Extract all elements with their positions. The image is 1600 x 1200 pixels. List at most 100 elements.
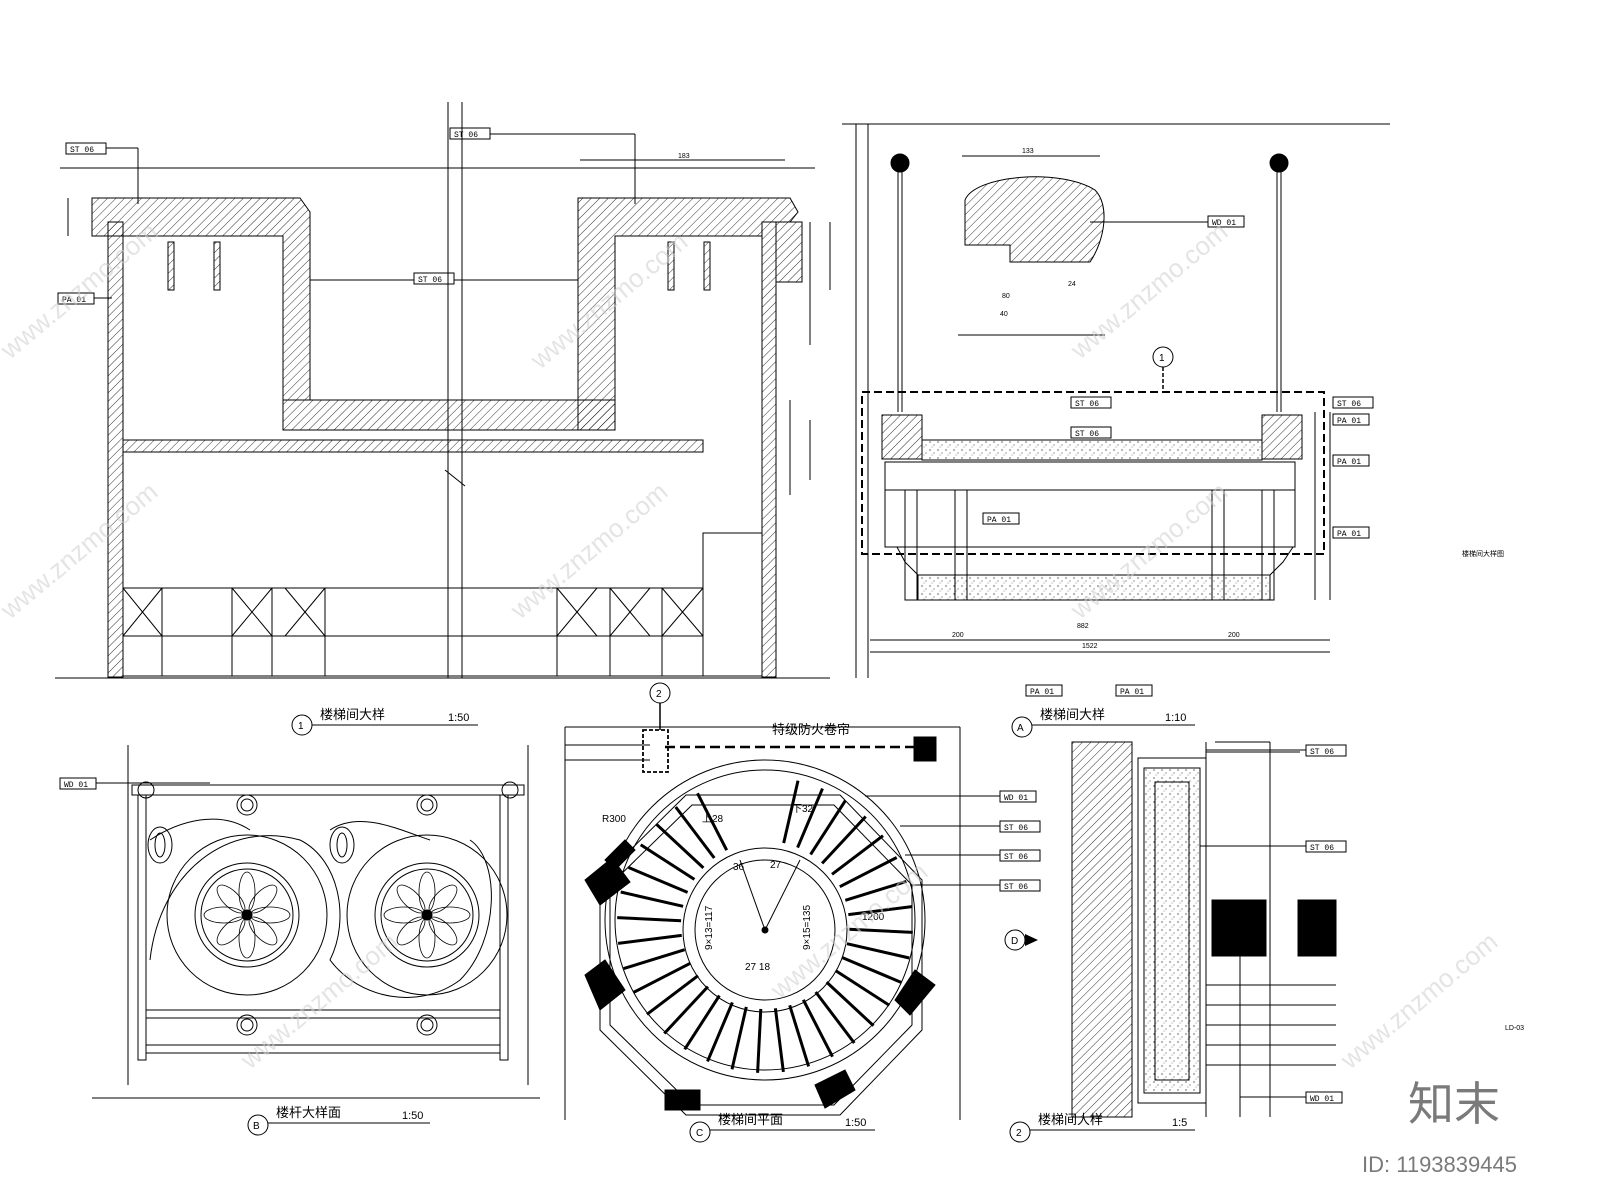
tag-pa01-v1: PA 01	[57, 292, 112, 305]
svg-text:www.znzmo.com: www.znzmo.com	[0, 216, 163, 365]
footer-label: LD-03	[1505, 1025, 1524, 1032]
marker-1-detail: 1	[1152, 346, 1174, 392]
svg-text:ST 06: ST 06	[1310, 844, 1334, 853]
svg-text:www.znzmo.com: www.znzmo.com	[504, 476, 673, 625]
svg-text:楼杆大样面: 楼杆大样面	[276, 1106, 341, 1121]
tag-st06-v2a: ST 06	[1206, 744, 1347, 757]
stair-tread	[632, 961, 691, 994]
brand-logo-text: 知末	[1408, 1077, 1500, 1131]
svg-text:WD 01: WD 01	[1212, 219, 1236, 228]
svg-text:200: 200	[1228, 632, 1240, 639]
svg-text:24: 24	[1068, 281, 1076, 288]
stair-tread	[655, 823, 705, 869]
tag-st06-vC2: ST 06	[905, 849, 1041, 862]
stair-tread	[834, 969, 891, 1007]
svg-text:ST 06: ST 06	[1337, 400, 1361, 409]
svg-text:40: 40	[1000, 311, 1008, 318]
tag-st06-v1b: ST 06	[449, 127, 636, 204]
svg-text:www.znzmo.com: www.znzmo.com	[0, 476, 163, 625]
stair-tread	[825, 981, 875, 1027]
svg-text:PA 01: PA 01	[1337, 530, 1361, 539]
tag-wd01-v2: WD 01	[1240, 1091, 1343, 1104]
svg-text:80: 80	[1002, 293, 1010, 300]
stair-tread	[730, 1006, 748, 1070]
svg-text:PA 01: PA 01	[62, 296, 86, 305]
svg-text:A: A	[1017, 723, 1024, 734]
svg-text:www.znzmo.com: www.znzmo.com	[1334, 926, 1503, 1075]
stair-tread	[706, 1001, 734, 1062]
stair-tread	[848, 905, 913, 917]
tag-wd01-vA: WD 01	[1090, 215, 1245, 228]
stair-treads	[617, 780, 913, 1073]
tag-st06-vA3: ST 06	[1332, 396, 1374, 409]
stair-tread	[841, 956, 902, 984]
svg-text:ST 06: ST 06	[1310, 748, 1334, 757]
tag-pa01-vA4: PA 01	[1332, 526, 1370, 539]
marker-D: D	[1004, 929, 1038, 951]
view-A-section	[842, 123, 1390, 678]
svg-text:2: 2	[656, 689, 662, 700]
svg-text:楼梯间平面: 楼梯间平面	[718, 1113, 783, 1128]
svg-text:R300: R300	[602, 814, 626, 825]
stair-tread	[801, 999, 834, 1058]
stair-tread	[617, 933, 682, 945]
stair-tread	[696, 792, 729, 851]
tag-st06-vA2: ST 06	[1070, 426, 1112, 439]
dimension-labels: 200 882 200 1522 183 133 80 40 24	[678, 148, 1240, 650]
svg-text:27: 27	[770, 860, 782, 871]
title-vA: A 楼梯间大样 1:10	[1011, 708, 1195, 738]
stair-tread	[639, 843, 696, 881]
svg-text:ST 06: ST 06	[1004, 853, 1028, 862]
view-titles: 1 楼梯间大样 1:50 A 楼梯间大样 1:10 B 楼杆大样面 1:50 C…	[247, 549, 1524, 1143]
svg-text:ST 06: ST 06	[418, 276, 442, 285]
svg-text:2: 2	[1016, 1128, 1022, 1139]
stair-tread	[628, 866, 689, 894]
stair-tread	[773, 1008, 785, 1073]
svg-text:200: 200	[952, 632, 964, 639]
stair-labels: 上28 下32 R300 36 27 27 18 9×13=117 9×15=1…	[602, 722, 885, 973]
stair-tread	[623, 948, 686, 971]
stair-tread	[821, 815, 867, 865]
title-vB: B 楼杆大样面 1:50	[247, 1106, 430, 1136]
stair-tread	[839, 856, 898, 889]
tag-st06-vA1: ST 06	[1070, 396, 1112, 409]
title-v1: 1 楼梯间大样 1:50	[291, 708, 478, 736]
tag-pa01-vA2: PA 01	[1332, 413, 1370, 426]
svg-text:ST 06: ST 06	[454, 131, 478, 140]
svg-text:1:50: 1:50	[402, 1110, 423, 1122]
tag-st06-vC1: ST 06	[900, 820, 1041, 833]
tag-st06-v2b: ST 06	[1200, 840, 1347, 853]
stair-tread	[674, 806, 716, 859]
stair-tread	[848, 927, 913, 934]
svg-text:PA 01: PA 01	[1337, 417, 1361, 426]
svg-text:1522: 1522	[1082, 643, 1098, 650]
svg-text:WD 01: WD 01	[1310, 1095, 1334, 1104]
svg-text:ST 06: ST 06	[1075, 430, 1099, 439]
stair-tread	[796, 788, 824, 849]
svg-text:B: B	[253, 1121, 260, 1132]
stair-tread	[646, 974, 699, 1016]
svg-text:1:50: 1:50	[845, 1117, 866, 1129]
svg-text:1: 1	[1159, 353, 1165, 364]
svg-text:PA 01: PA 01	[987, 516, 1011, 525]
svg-text:1:5: 1:5	[1172, 1117, 1187, 1129]
stair-tread	[683, 994, 721, 1051]
svg-text:183: 183	[678, 153, 690, 160]
svg-text:1: 1	[298, 721, 304, 732]
svg-text:PA 01: PA 01	[1337, 458, 1361, 467]
svg-text:1:10: 1:10	[1165, 712, 1186, 724]
svg-text:133: 133	[1022, 148, 1034, 155]
stair-tread	[788, 1004, 811, 1067]
watermarks: www.znzmo.com www.znzmo.com www.znzmo.co…	[0, 216, 1503, 1075]
view-1-elevation	[55, 102, 831, 679]
marker-2-top: 2	[649, 682, 671, 730]
tag-st06-v1c: ST 06	[310, 272, 578, 285]
svg-text:ST 06: ST 06	[1004, 883, 1028, 892]
title-v2: 2 楼梯间大样 1:5	[1009, 1113, 1195, 1143]
stair-tread	[782, 780, 800, 844]
stair-tread	[831, 834, 884, 876]
svg-text:882: 882	[1077, 623, 1089, 630]
view-2-detail	[1071, 741, 1337, 1118]
svg-text:楼梯间大样: 楼梯间大样	[1040, 708, 1105, 723]
